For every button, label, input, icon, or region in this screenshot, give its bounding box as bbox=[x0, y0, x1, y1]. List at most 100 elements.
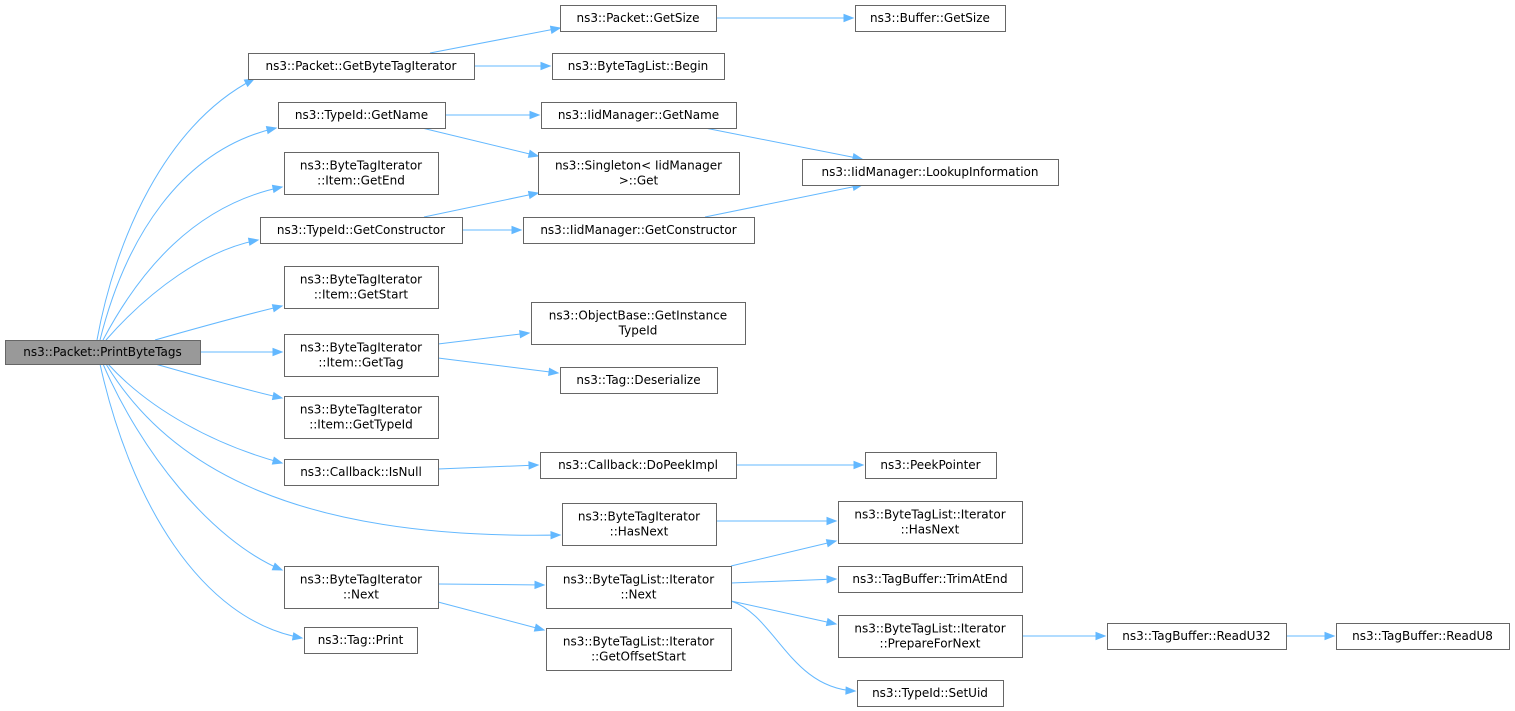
edge-n6-n19 bbox=[437, 329, 531, 345]
edge-n6-n19-line bbox=[437, 332, 530, 345]
graph-node-box[interactable] bbox=[857, 680, 1004, 707]
graph-node-n4[interactable]: ns3::TypeId::GetConstructor bbox=[260, 217, 463, 244]
graph-node-box[interactable] bbox=[278, 102, 446, 129]
edge-n0-n2-arrowhead bbox=[265, 125, 278, 135]
graph-node-n17[interactable]: ns3::IidManager::LookupInformation bbox=[802, 159, 1059, 186]
edge-n1-n12 bbox=[429, 25, 562, 54]
graph-node-label: ::HasNext bbox=[901, 523, 960, 537]
graph-node-box[interactable] bbox=[855, 5, 1006, 32]
edge-n10-n24-arrowhead bbox=[534, 580, 546, 590]
graph-node-n3[interactable]: ns3::ByteTagIterator::Item::GetEnd bbox=[284, 152, 439, 195]
graph-node-label: ns3::Singleton< IidManager bbox=[555, 159, 722, 173]
edge-n21-n22-arrowhead bbox=[853, 460, 865, 470]
edge-n1-n12-line bbox=[429, 27, 561, 54]
edge-n8-n21 bbox=[437, 461, 540, 470]
graph-node-box[interactable] bbox=[560, 367, 718, 394]
graph-node-n23[interactable]: ns3::ByteTagList::Iterator::HasNext bbox=[838, 501, 1023, 544]
graph-node-label: ns3::IidManager::GetConstructor bbox=[540, 223, 736, 237]
graph-node-n18[interactable]: ns3::IidManager::GetConstructor bbox=[523, 217, 755, 244]
graph-node-n30[interactable]: ns3::TagBuffer::ReadU8 bbox=[1336, 623, 1510, 650]
edge-n4-n18 bbox=[462, 225, 523, 235]
edge-n6-n20 bbox=[437, 357, 560, 377]
edge-n24-n27-arrowhead bbox=[825, 617, 838, 627]
graph-node-box[interactable] bbox=[838, 615, 1023, 658]
graph-node-box[interactable] bbox=[838, 501, 1023, 544]
graph-node-n14[interactable]: ns3::Buffer::GetSize bbox=[855, 5, 1006, 32]
graph-node-box[interactable] bbox=[540, 452, 737, 479]
graph-node-box[interactable] bbox=[284, 396, 439, 439]
graph-node-box[interactable] bbox=[248, 53, 475, 80]
graph-node-n13[interactable]: ns3::ByteTagList::Begin bbox=[552, 53, 725, 80]
graph-node-label: >::Get bbox=[619, 174, 659, 188]
graph-node-n10[interactable]: ns3::ByteTagIterator::Next bbox=[284, 566, 439, 609]
graph-node-n0[interactable]: ns3::Packet::PrintByteTags bbox=[5, 340, 201, 365]
graph-node-n16[interactable]: ns3::Singleton< IidManager >::Get bbox=[538, 152, 740, 195]
graph-node-n1[interactable]: ns3::Packet::GetByteTagIterator bbox=[248, 53, 475, 80]
graph-node-n29[interactable]: ns3::TagBuffer::ReadU32 bbox=[1107, 623, 1287, 650]
graph-node-label: ns3::Packet::PrintByteTags bbox=[23, 345, 182, 359]
graph-node-n9[interactable]: ns3::ByteTagIterator::HasNext bbox=[562, 503, 717, 546]
graph-node-box[interactable] bbox=[538, 152, 740, 195]
graph-node-n25[interactable]: ns3::ByteTagList::Iterator::GetOffsetSta… bbox=[546, 628, 732, 671]
graph-node-n5[interactable]: ns3::ByteTagIterator::Item::GetStart bbox=[284, 266, 439, 309]
graph-node-box[interactable] bbox=[531, 302, 746, 345]
graph-node-label: ns3::ByteTagIterator bbox=[300, 341, 422, 355]
graph-node-label: ::Next bbox=[343, 588, 379, 602]
graph-node-box[interactable] bbox=[838, 566, 1023, 593]
graph-node-label: ::GetOffsetStart bbox=[591, 650, 686, 664]
edge-n6-n20-line bbox=[437, 357, 559, 374]
graph-node-box[interactable] bbox=[802, 159, 1059, 186]
graph-node-n26[interactable]: ns3::TagBuffer::TrimAtEnd bbox=[838, 566, 1023, 593]
edge-n0-n8-line bbox=[107, 363, 283, 464]
graph-node-n6[interactable]: ns3::ByteTagIterator::Item::GetTag bbox=[284, 334, 439, 377]
edge-n8-n21-arrowhead bbox=[528, 461, 540, 470]
graph-node-n7[interactable]: ns3::ByteTagIterator::Item::GetTypeId bbox=[284, 396, 439, 439]
graph-node-box[interactable] bbox=[284, 334, 439, 377]
graph-node-label: ns3::ByteTagList::Iterator bbox=[563, 635, 714, 649]
graph-node-n12[interactable]: ns3::Packet::GetSize bbox=[560, 5, 717, 32]
graph-node-box[interactable] bbox=[260, 217, 463, 244]
graph-node-n11[interactable]: ns3::Tag::Print bbox=[304, 627, 418, 654]
graph-node-n21[interactable]: ns3::Callback::DoPeekImpl bbox=[540, 452, 737, 479]
graph-node-box[interactable] bbox=[865, 452, 997, 479]
graph-node-box[interactable] bbox=[552, 53, 725, 80]
edge-n24-n23-line bbox=[730, 540, 837, 567]
graph-node-box[interactable] bbox=[5, 340, 201, 365]
edge-n0-n10-arrowhead bbox=[271, 562, 284, 571]
edge-n4-n18-arrowhead bbox=[511, 225, 523, 235]
graph-node-box[interactable] bbox=[284, 266, 439, 309]
graph-node-box[interactable] bbox=[284, 459, 439, 486]
graph-node-box[interactable] bbox=[560, 5, 717, 32]
graph-node-box[interactable] bbox=[304, 627, 418, 654]
edge-n15-n17-line bbox=[704, 127, 863, 160]
graph-node-label: ns3::Tag::Deserialize bbox=[576, 373, 700, 387]
edge-n6-n20-arrowhead bbox=[548, 367, 560, 377]
edge-n0-n4 bbox=[105, 237, 260, 341]
graph-node-label: ::HasNext bbox=[610, 525, 669, 539]
graph-node-label: ns3::TypeId::GetConstructor bbox=[277, 223, 445, 237]
graph-node-label: ns3::ByteTagIterator bbox=[300, 273, 422, 287]
graph-node-n8[interactable]: ns3::Callback::IsNull bbox=[284, 459, 439, 486]
graph-node-label: ::Item::GetTag bbox=[318, 356, 403, 370]
edge-n0-n1-line bbox=[96, 78, 255, 341]
graph-node-n22[interactable]: ns3::PeekPointer bbox=[865, 452, 997, 479]
graph-node-box[interactable] bbox=[284, 152, 439, 195]
graph-node-box[interactable] bbox=[541, 102, 737, 129]
graph-node-box[interactable] bbox=[562, 503, 717, 546]
graph-node-n20[interactable]: ns3::Tag::Deserialize bbox=[560, 367, 718, 394]
graph-node-box[interactable] bbox=[523, 217, 755, 244]
graph-node-box[interactable] bbox=[546, 566, 732, 609]
graph-node-box[interactable] bbox=[1107, 623, 1287, 650]
graph-node-box[interactable] bbox=[546, 628, 732, 671]
graph-node-n15[interactable]: ns3::IidManager::GetName bbox=[541, 102, 737, 129]
graph-node-box[interactable] bbox=[1336, 623, 1510, 650]
graph-node-n2[interactable]: ns3::TypeId::GetName bbox=[278, 102, 446, 129]
edge-n0-n8 bbox=[107, 363, 284, 465]
graph-node-n28[interactable]: ns3::TypeId::SetUid bbox=[857, 680, 1004, 707]
edge-n10-n25-arrowhead bbox=[533, 623, 546, 632]
graph-node-box[interactable] bbox=[284, 566, 439, 609]
graph-node-n27[interactable]: ns3::ByteTagList::Iterator::PrepareForNe… bbox=[838, 615, 1023, 658]
graph-node-n24[interactable]: ns3::ByteTagList::Iterator::Next bbox=[546, 566, 732, 609]
graph-node-label: ns3::Buffer::GetSize bbox=[870, 11, 990, 25]
